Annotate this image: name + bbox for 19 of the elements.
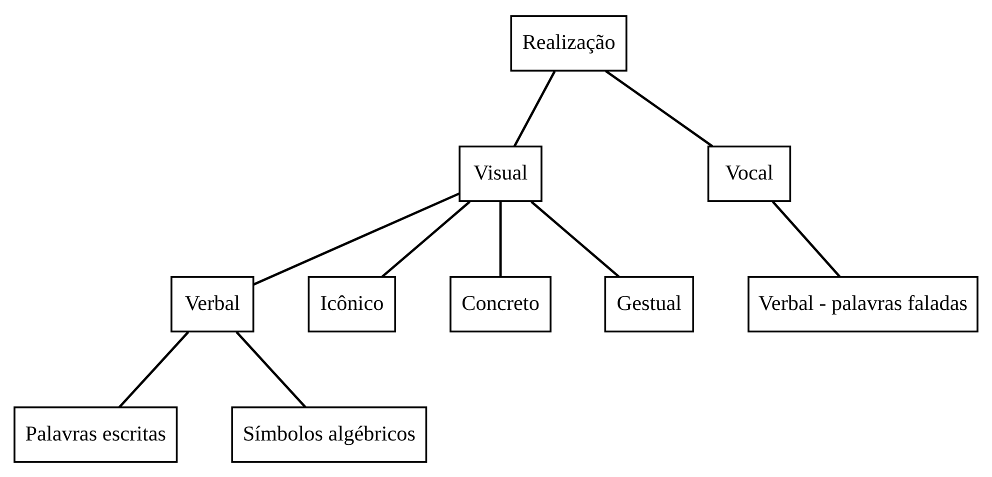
node-box: Realização xyxy=(510,14,628,72)
connector xyxy=(236,330,306,408)
node-box: Visual xyxy=(458,145,542,202)
connector xyxy=(772,200,841,278)
connector xyxy=(253,192,460,286)
node-box: Vocal xyxy=(707,145,792,202)
connector xyxy=(381,200,471,278)
connector xyxy=(605,69,714,147)
connector xyxy=(499,201,502,276)
node-box: Verbal xyxy=(170,276,254,332)
connector xyxy=(118,330,190,408)
node-box: Símbolos algébricos xyxy=(231,406,428,462)
node-box: Verbal - palavras faladas xyxy=(748,276,978,332)
node-box: Gestual xyxy=(604,276,694,332)
node-box: Palavras escritas xyxy=(14,406,178,462)
node-box: Icônico xyxy=(308,276,396,332)
node-box: Concreto xyxy=(450,276,552,332)
connector xyxy=(530,200,620,278)
connector xyxy=(513,70,556,146)
